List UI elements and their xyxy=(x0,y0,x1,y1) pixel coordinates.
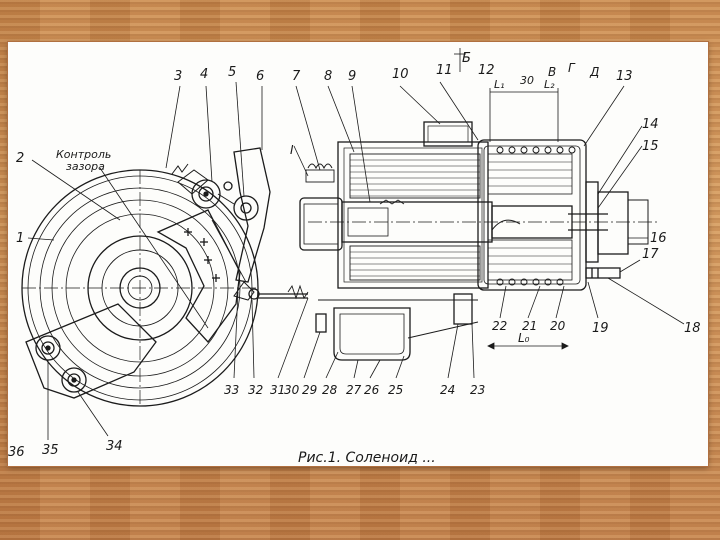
label-13: 13 xyxy=(616,69,633,84)
brake-wheel xyxy=(21,169,259,407)
dimension-l0 xyxy=(487,342,569,350)
lower-arm xyxy=(25,303,157,399)
label-7: 7 xyxy=(292,69,301,84)
label-33: 33 xyxy=(224,383,239,397)
label-31: 31 xyxy=(270,383,285,397)
label-32: 32 xyxy=(248,383,263,397)
brake-lever xyxy=(156,209,247,344)
figure-caption: Рис.1. Соленоид ... xyxy=(298,450,436,466)
label-9: 9 xyxy=(348,69,356,84)
upper-pivot-linkage xyxy=(171,147,271,301)
label-18: 18 xyxy=(684,321,701,336)
label-letter-g: Г xyxy=(568,61,576,75)
label-20: 20 xyxy=(550,319,566,333)
label-19: 19 xyxy=(592,321,609,336)
label-22: 22 xyxy=(492,319,507,333)
label-16: 16 xyxy=(650,231,667,246)
label-34: 34 xyxy=(106,439,123,454)
label-23: 23 xyxy=(470,383,485,397)
label-21: 21 xyxy=(522,319,537,333)
label-2: 2 xyxy=(16,151,24,166)
tie-rod xyxy=(258,284,309,300)
label-17: 17 xyxy=(642,247,659,262)
label-roman-i: I xyxy=(290,143,294,157)
label-3: 3 xyxy=(174,69,182,84)
label-12: 12 xyxy=(478,63,495,78)
damper-bowl xyxy=(315,293,479,361)
label-24: 24 xyxy=(440,383,455,397)
label-8: 8 xyxy=(324,69,332,84)
label-kontrol-line1: Контроль xyxy=(56,148,111,161)
label-35: 35 xyxy=(42,443,59,458)
label-kontrol-line2: зазора xyxy=(66,160,105,173)
leader-lines xyxy=(27,81,685,440)
label-15: 15 xyxy=(642,139,659,154)
label-section-b: Б xyxy=(462,51,471,66)
label-29: 29 xyxy=(302,383,317,397)
label-1: 1 xyxy=(16,231,24,246)
plunger xyxy=(308,199,658,243)
label-6: 6 xyxy=(256,69,264,84)
label-14: 14 xyxy=(642,117,659,132)
label-26: 26 xyxy=(364,383,380,397)
technical-drawing: 3 4 5 6 7 8 9 10 11 12 13 14 15 16 17 18… xyxy=(8,48,701,466)
label-36: 36 xyxy=(8,445,25,460)
label-28: 28 xyxy=(322,383,338,397)
label-dim-l2: L₂ xyxy=(544,78,555,91)
label-letter-d: Д xyxy=(589,65,599,79)
end-cap xyxy=(568,181,649,279)
label-27: 27 xyxy=(346,383,362,397)
dimension-top xyxy=(454,48,559,142)
label-dim-l1: L₁ xyxy=(494,78,505,91)
label-dim-l0: L₀ xyxy=(518,331,530,345)
part-labels: 3 4 5 6 7 8 9 10 11 12 13 14 15 16 17 18… xyxy=(8,51,701,466)
label-4: 4 xyxy=(200,67,208,82)
drawing-sheet: 3 4 5 6 7 8 9 10 11 12 13 14 15 16 17 18… xyxy=(8,42,708,466)
label-10: 10 xyxy=(392,67,409,82)
label-11: 11 xyxy=(436,63,453,78)
label-dim-30: 30 xyxy=(520,74,534,87)
label-5: 5 xyxy=(228,65,236,80)
label-30: 30 xyxy=(284,383,300,397)
label-letter-v: В xyxy=(548,65,556,79)
label-25: 25 xyxy=(388,383,403,397)
